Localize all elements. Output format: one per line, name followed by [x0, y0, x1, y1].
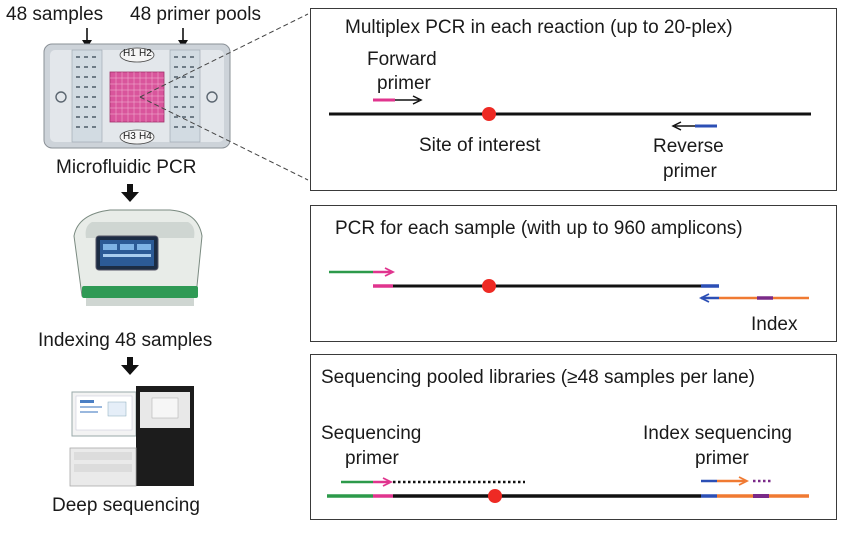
- forward-primer-arrowhead: [412, 95, 423, 105]
- samples-label: 48 samples: [6, 4, 104, 25]
- indexing-caption: Indexing 48 samples: [38, 330, 213, 351]
- down-arrow-1: [121, 184, 139, 202]
- index-seq-primer-arrowhead: [738, 476, 750, 486]
- forward-primer-label-2: primer: [377, 73, 431, 94]
- well-label-h1: H1: [123, 48, 136, 59]
- reverse-primer-label-1: Reverse: [653, 136, 724, 157]
- indexing-title: PCR for each sample (with up to 960 ampl…: [335, 218, 743, 239]
- indexing-diagram: [329, 267, 809, 303]
- green-arrowhead: [384, 267, 396, 277]
- site-of-interest-dot-2: [482, 279, 496, 293]
- index-seq-primer-label-2: primer: [695, 448, 749, 469]
- sequencing-title: Sequencing pooled libraries (≥48 samples…: [321, 367, 755, 388]
- well-label-h3: H3: [123, 131, 136, 142]
- zoom-line-bottom: [139, 96, 309, 181]
- microfluidic-pcr-caption: Microfluidic PCR: [56, 157, 197, 178]
- site-of-interest-label: Site of interest: [419, 135, 541, 156]
- primer-pools-label: 48 primer pools: [130, 4, 261, 25]
- well-label-h4: H4: [139, 131, 152, 142]
- panel-indexing-pcr: PCR for each sample (with up to 960 ampl…: [310, 205, 837, 342]
- forward-primer-label-1: Forward: [367, 49, 437, 70]
- panel-sequencing: Sequencing pooled libraries (≥48 samples…: [310, 354, 837, 520]
- seq-primer-arrowhead: [382, 477, 394, 487]
- thermal-cycler: [73, 209, 203, 306]
- seq-primer-label-1: Sequencing: [321, 423, 422, 444]
- panel-multiplex-pcr: Multiplex PCR in each reaction (up to 20…: [310, 8, 837, 191]
- site-of-interest-dot-3: [488, 489, 502, 503]
- reverse-primer-label-2: primer: [663, 161, 717, 182]
- microfluidic-chip: [43, 43, 231, 149]
- site-of-interest-dot: [482, 107, 496, 121]
- index-seq-primer-label-1: Index sequencing: [643, 423, 792, 444]
- down-arrow-2: [121, 357, 139, 375]
- sequencing-diagram: [327, 476, 809, 503]
- deep-sequencing-caption: Deep sequencing: [52, 495, 200, 516]
- index-label: Index: [751, 314, 798, 335]
- reverse-primer-arrowhead: [671, 121, 682, 131]
- well-label-h2: H2: [139, 48, 152, 59]
- left-graphics: [43, 13, 309, 487]
- sequencer: [69, 386, 194, 487]
- seq-primer-label-2: primer: [345, 448, 399, 469]
- multiplex-title: Multiplex PCR in each reaction (up to 20…: [345, 17, 733, 38]
- zoom-line-top: [139, 13, 309, 98]
- multiplex-diagram: [329, 95, 811, 131]
